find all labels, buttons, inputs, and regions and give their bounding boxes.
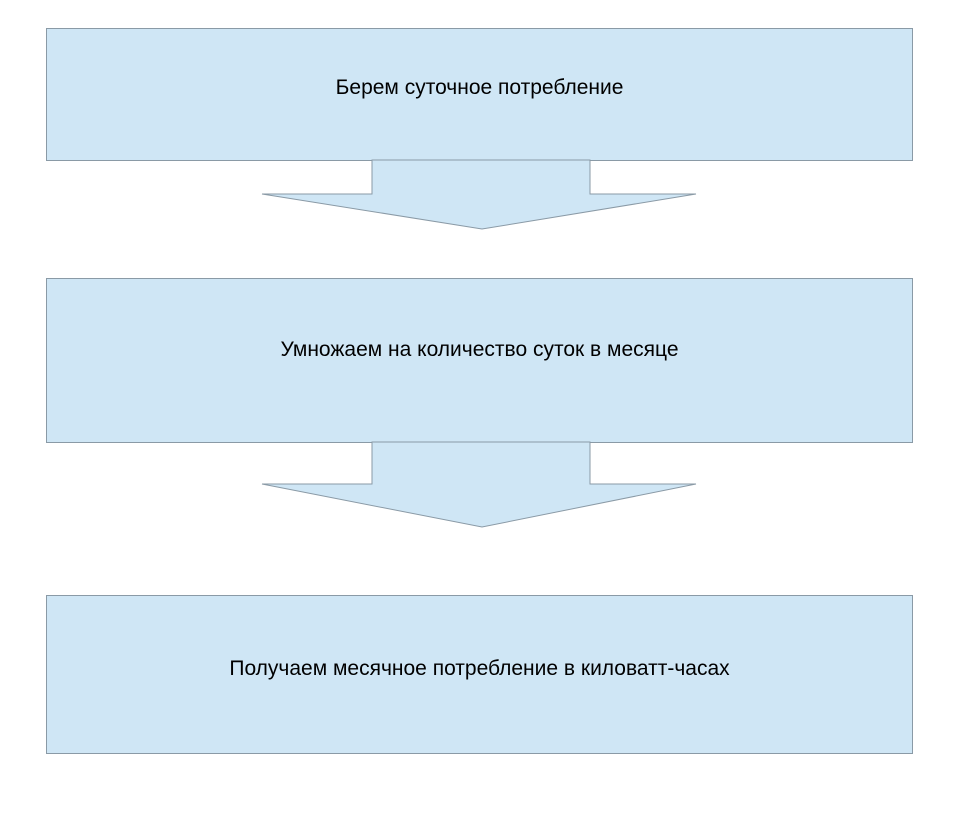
down-arrow-2-shape <box>261 441 697 528</box>
step-box-1: Берем суточное потребление <box>46 28 913 161</box>
step-box-3: Получаем месячное потребление в киловатт… <box>46 595 913 754</box>
down-arrow-1-shape <box>261 159 697 230</box>
step-label-3: Получаем месячное потребление в киловатт… <box>229 656 730 680</box>
step-box-2: Умножаем на количество суток в месяце <box>46 278 913 443</box>
step-label-1: Берем суточное потребление <box>335 75 624 99</box>
step-label-2: Умножаем на количество суток в месяце <box>280 337 679 361</box>
